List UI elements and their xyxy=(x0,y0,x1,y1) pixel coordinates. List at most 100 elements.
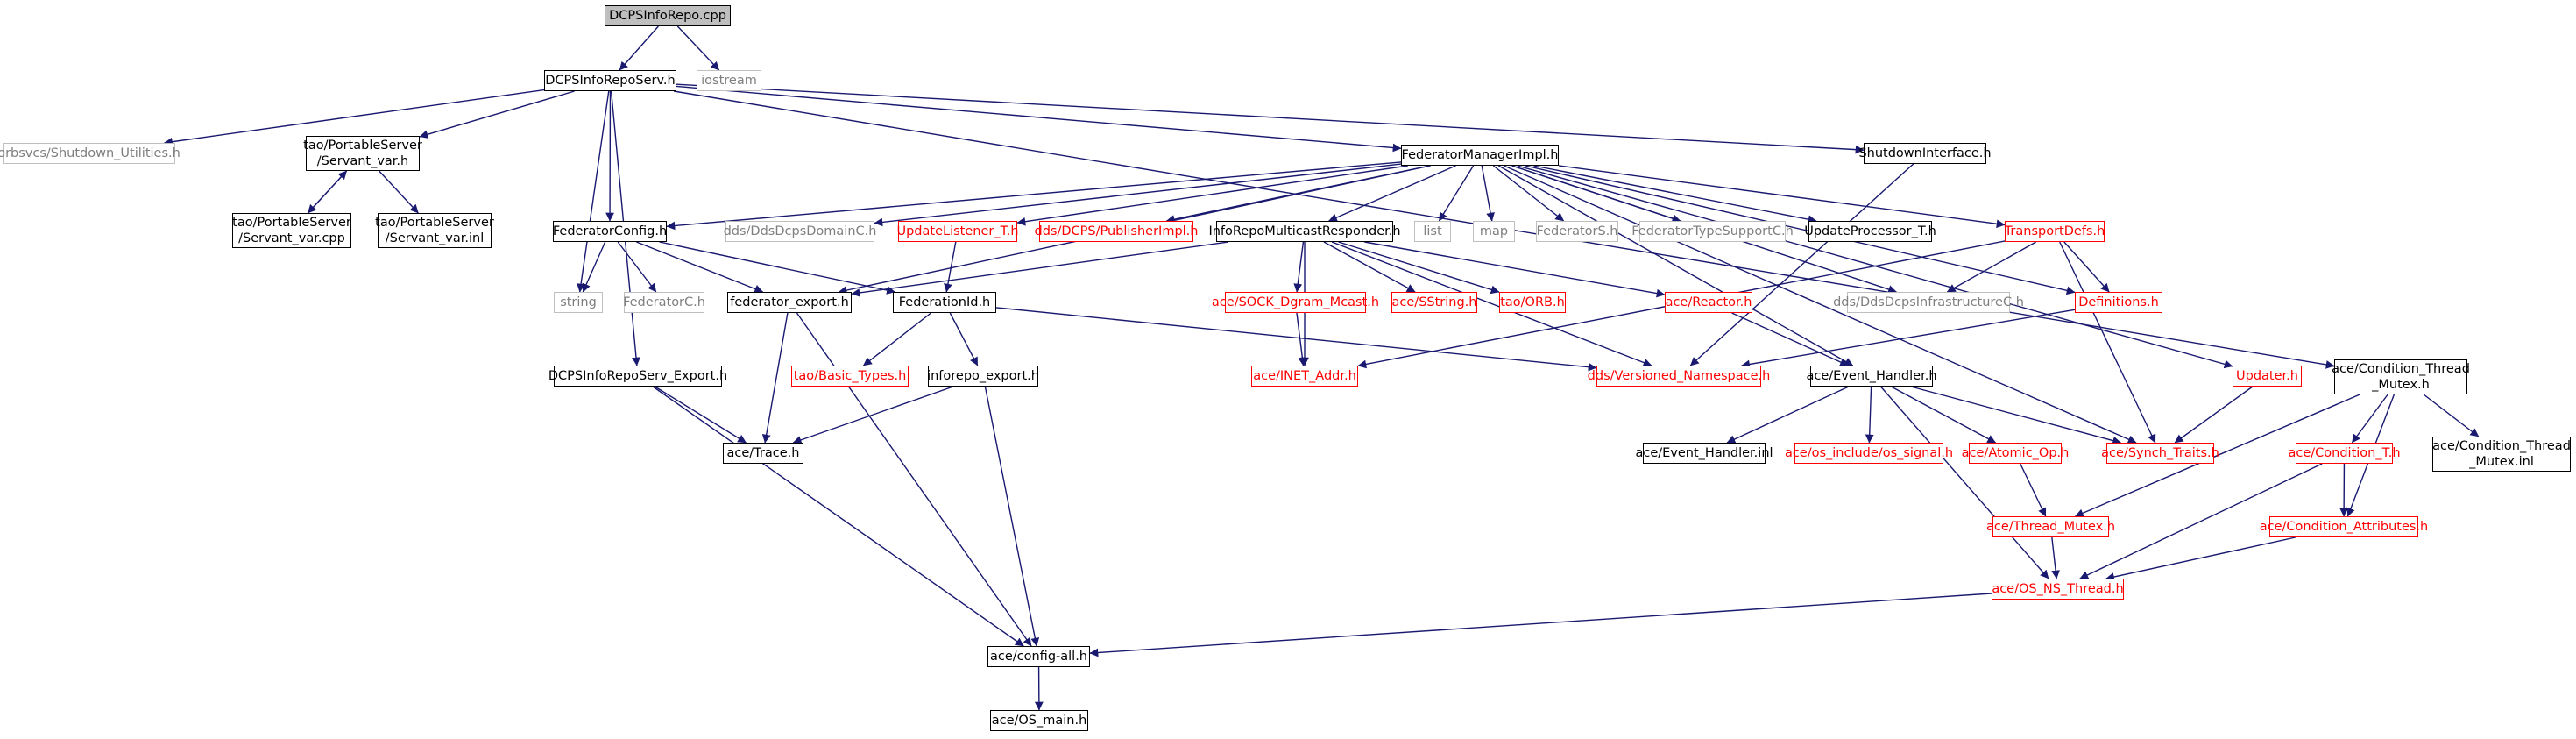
edge-n2-to-n9 xyxy=(577,90,610,293)
edge-n13-to-n14 xyxy=(655,386,747,444)
node-ace-os-signal-h[interactable]: ace/os_include/os_signal.h xyxy=(1785,443,1953,464)
edge-n42-to-n44 xyxy=(2020,463,2047,517)
node-dcpsinforeposerv-export-h[interactable]: DCPSInfoRepoServ_Export.h xyxy=(548,366,727,387)
edge-n2-to-n5 xyxy=(419,90,575,139)
node-ace-inet-addr-h[interactable]: ace/INET_Addr.h xyxy=(1251,366,1358,387)
node-federationid-h[interactable]: FederationId.h xyxy=(893,292,996,313)
node-dds-versioned-namespace-h[interactable]: dds/Versioned_Namespace.h xyxy=(1588,366,1770,387)
node-servant-var-h[interactable]: tao/PortableServer /Servant_var.h xyxy=(303,136,422,171)
edge-n19-to-n23 xyxy=(1328,165,1456,222)
node-ace-thread-mutex-h[interactable]: ace/Thread_Mutex.h xyxy=(1986,516,2115,537)
edge-n29-to-n39 xyxy=(2063,241,2110,293)
edge-n47-to-n44 xyxy=(2075,394,2360,517)
edge-n37-to-n41 xyxy=(1865,386,1874,444)
node-ace-condition-thread-mutex-h[interactable]: ace/Condition_Thread _Mutex.h xyxy=(2332,359,2470,394)
edge-n31-to-n35 xyxy=(1296,312,1307,366)
edge-n29-to-n38 xyxy=(1946,241,2037,293)
node-federatorconfig-h[interactable]: FederatorConfig.h xyxy=(553,221,667,242)
edge-n8-to-n12 xyxy=(659,241,895,295)
edge-n37-to-n45 xyxy=(1879,386,2049,579)
node-ace-condition-thread-mutex-inl[interactable]: ace/Condition_Thread _Mutex.inl xyxy=(2432,437,2571,472)
node-publisherimpl-h[interactable]: dds/DCPS/PublisherImpl.h xyxy=(1035,221,1199,242)
edge-n23-to-n31 xyxy=(1293,241,1305,293)
edge-n19-to-n24 xyxy=(1438,165,1475,222)
edge-n19-to-n37 xyxy=(1497,165,1854,366)
edge-n23-to-n34 xyxy=(1364,241,1666,298)
node-ace-os-ns-thread-h[interactable]: ace/OS_NS_Thread.h xyxy=(1992,579,2124,600)
edge-n48-to-n45 xyxy=(2079,463,2323,579)
node-updater-h[interactable]: Updater.h xyxy=(2233,366,2302,387)
node-inforepomulticastresponder-h[interactable]: InfoRepoMulticastResponder.h xyxy=(1208,221,1401,242)
node-tao-basic-types-h[interactable]: tao/Basic_Types.h xyxy=(791,366,909,387)
node-ace-condition-attributes-h[interactable]: ace/Condition_Attributes.h xyxy=(2260,516,2428,537)
edge-n23-to-n33 xyxy=(1338,241,1500,295)
edge-n5-to-n7 xyxy=(379,170,419,214)
node-ace-config-all-h[interactable]: ace/config-all.h xyxy=(987,646,1090,667)
edge-n11-to-n14 xyxy=(761,312,789,444)
edge-n37-to-n40 xyxy=(1726,386,1850,444)
node-tao-orb-h[interactable]: tao/ORB.h xyxy=(1499,292,1566,313)
edge-n16-to-n17 xyxy=(984,386,1040,647)
edge-n19-to-n21 xyxy=(1016,165,1408,226)
node-ace-condition-t-h[interactable]: ace/Condition_T.h xyxy=(2288,443,2401,464)
node-dcpsinforepo-cpp[interactable]: DCPSInfoRepo.cpp xyxy=(605,5,731,26)
edge-n19-to-n8 xyxy=(666,161,1402,231)
edge-n1-to-n2 xyxy=(619,25,659,71)
node-federators-h[interactable]: FederatorS.h xyxy=(1536,221,1618,242)
edge-n23-to-n36 xyxy=(1331,241,1652,367)
edge-n46-to-n43 xyxy=(2174,386,2254,444)
edge-n30-to-n36 xyxy=(1689,163,1914,366)
node-transportdefs-h[interactable]: TransportDefs.h xyxy=(2005,221,2105,242)
node-ace-os-main-h[interactable]: ace/OS_main.h xyxy=(990,710,1088,731)
node-ace-sock-dgram-mcast-h[interactable]: ace/SOCK_Dgram_Mcast.h xyxy=(1212,292,1379,313)
edge-n47-to-n48 xyxy=(2351,394,2388,444)
edge-n12-to-n15 xyxy=(862,312,932,366)
edge-n19-to-n28 xyxy=(1533,165,1817,224)
node-ace-reactor-h[interactable]: ace/Reactor.h xyxy=(1665,292,1752,313)
node-list[interactable]: list xyxy=(1414,221,1451,242)
edge-n8-to-n9 xyxy=(582,241,606,293)
edge-n19-to-n26 xyxy=(1492,165,1565,222)
edge-n6-to-n5 xyxy=(307,170,348,214)
node-servant-var-inl[interactable]: tao/PortableServer /Servant_var.inl xyxy=(375,213,494,248)
node-ace-event-handler-inl[interactable]: ace/Event_Handler.inl xyxy=(1635,443,1773,464)
edge-n1-to-n3 xyxy=(676,25,720,71)
edge-layer xyxy=(164,25,2480,711)
node-ace-sstring-h[interactable]: ace/SString.h xyxy=(1391,292,1477,313)
node-map[interactable]: map xyxy=(1473,221,1515,242)
node-ace-trace-h[interactable]: ace/Trace.h xyxy=(723,443,803,464)
edge-n29-to-n43 xyxy=(2059,241,2156,444)
edge-n45-to-n17 xyxy=(1089,593,1992,657)
node-ace-synch-traits-h[interactable]: ace/Synch_Traits.h xyxy=(2101,443,2219,464)
node-updatelistener-t-h[interactable]: UpdateListener_T.h xyxy=(896,221,1019,242)
edge-n19-to-n25 xyxy=(1481,165,1495,222)
node-ace-atomic-op-h[interactable]: ace/Atomic_Op.h xyxy=(1962,443,2069,464)
edge-n16-to-n14 xyxy=(792,386,954,444)
edge-n19-to-n43 xyxy=(1504,165,2137,444)
node-string[interactable]: string xyxy=(554,292,603,313)
node-inforepo-export-h[interactable]: inforepo_export.h xyxy=(927,366,1039,387)
edge-n13-to-n17 xyxy=(652,386,1024,647)
node-dds-domainc-h[interactable]: dds/DdsDcpsDomainC.h xyxy=(724,221,876,242)
node-federatortypesupportc-h[interactable]: FederatorTypeSupportC.h xyxy=(1631,221,1794,242)
node-federatorc-h[interactable]: FederatorC.h xyxy=(623,292,705,313)
node-dds-infrastructurec-h[interactable]: dds/DdsDcpsInfrastructureC.h xyxy=(1833,292,2024,313)
edge-n23-to-n11 xyxy=(851,241,1228,297)
node-servant-var-cpp[interactable]: tao/PortableServer /Servant_var.cpp xyxy=(232,213,351,248)
node-dcpsinforeposerv-h[interactable]: DCPSInfoRepoServ.h xyxy=(544,70,676,91)
node-shutdown-utilities[interactable]: orbsvcs/Shutdown_Utilities.h xyxy=(0,143,180,164)
node-iostream[interactable]: iostream xyxy=(697,70,761,91)
node-shutdowninterface-h[interactable]: ShutdownInterface.h xyxy=(1858,143,1992,164)
node-federator-export-h[interactable]: federator_export.h xyxy=(727,292,852,313)
node-ace-event-handler-h[interactable]: ace/Event_Handler.h xyxy=(1807,366,1937,387)
node-federatormanagerimpl-h[interactable]: FederatorManagerImpl.h xyxy=(1401,145,1559,166)
node-updateprocessor-t-h[interactable]: UpdateProcessor_T.h xyxy=(1804,221,1936,242)
edge-n12-to-n36 xyxy=(995,307,1597,372)
edge-n19-to-n20 xyxy=(874,163,1402,227)
edge-n21-to-n12 xyxy=(944,241,957,293)
edge-n8-to-n10 xyxy=(617,241,657,293)
node-definitions-h[interactable]: Definitions.h xyxy=(2075,292,2162,313)
edge-n2-to-n19 xyxy=(676,85,1402,153)
